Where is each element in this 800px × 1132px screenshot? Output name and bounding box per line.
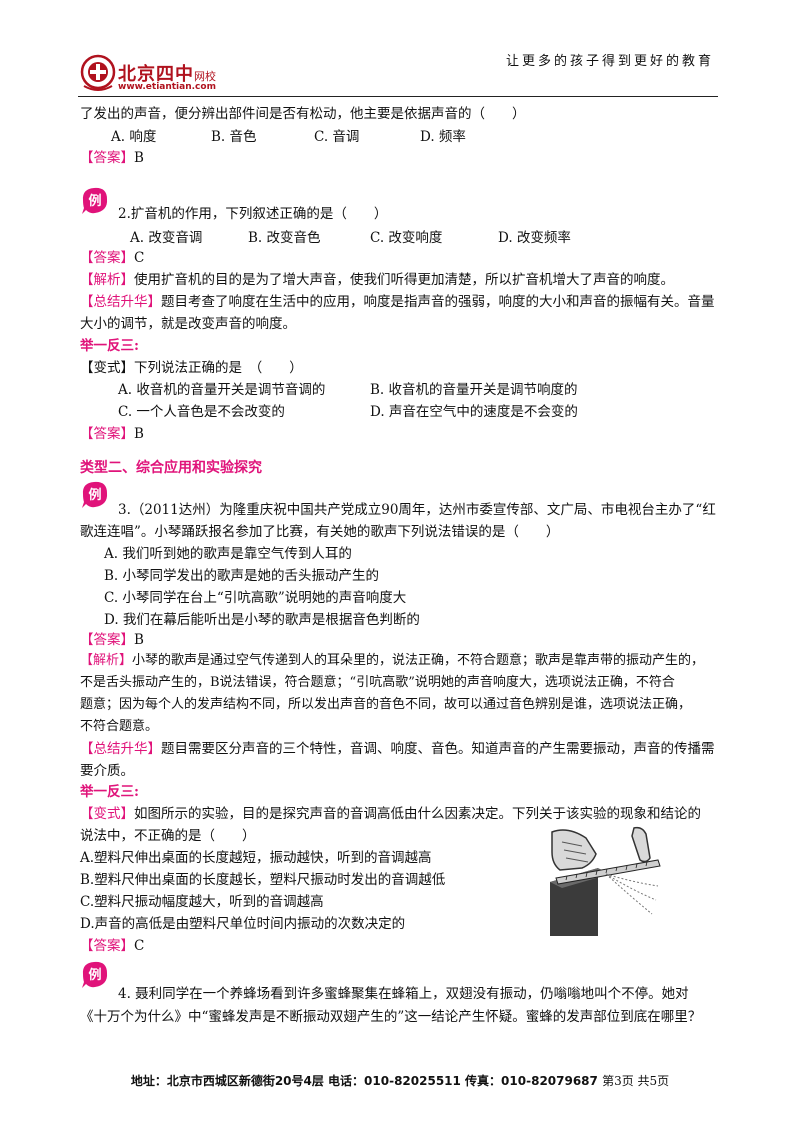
q2-summary-line1: 【总结升华】题目考查了响度在生活中的应用，响度是指声音的强弱，响度的大小和声音的… [80, 294, 715, 310]
q3-stem-line2: 歌连连唱”。小琴踊跃报名参加了比赛，有关她的歌声下列说法错误的是（ ） [80, 524, 560, 540]
q3-practice-heading: 举一反三: [80, 784, 139, 800]
q3-variant-option-a: A.塑料尺伸出桌面的长度越短，振动越快，听到的音调越高 [80, 850, 432, 866]
header-divider [78, 96, 718, 97]
example-badge-text: 例 [88, 487, 101, 503]
q3-stem-line1: 3.（2011达州）为隆重庆祝中国共产党成立90周年，达州市委宣传部、文广局、市… [118, 502, 716, 518]
q1-answer: 【答案】B [80, 150, 144, 166]
example-badge-text: 例 [88, 193, 101, 209]
q2-variant-option-a: A. 收音机的音量开关是调节音调的 [118, 382, 326, 398]
q1-stem: 了发出的声音，便分辨出部件间是否有松动，他主要是依据声音的（ ） [80, 106, 526, 122]
q4-stem-line1: 4. 聂利同学在一个养蜂场看到许多蜜蜂聚集在蜂箱上，双翅没有振动，仍嗡嗡地叫个不… [118, 986, 689, 1002]
q3-variant-answer: 【答案】C [80, 938, 145, 954]
q3-option-d: D. 我们在幕后能听出是小琴的歌声是根据音色判断的 [104, 612, 420, 628]
q1-option-d: D. 频率 [420, 129, 466, 145]
q2-answer: 【答案】C [80, 250, 145, 266]
example-badge-icon: 例 [82, 481, 108, 508]
example-badge-icon: 例 [82, 961, 108, 988]
q3-variant-stem-line1: 【变式】如图所示的实验，目的是探究声音的音调高低由什么因素决定。下列关于该实验的… [80, 806, 701, 822]
q1-option-a: A. 响度 [111, 129, 157, 145]
q2-summary-line2: 大小的调节，就是改变声音的响度。 [80, 316, 296, 332]
q3-variant-stem-line2: 说法中，不正确的是（ ） [80, 828, 256, 844]
q3-option-c: C. 小琴同学在台上“引吭高歌”说明她的声音响度大 [104, 590, 407, 606]
q3-variant-option-c: C.塑料尺振动幅度越大，听到的音调越高 [80, 894, 324, 910]
logo-url: www.etiantian.com [118, 82, 216, 92]
q2-variant-stem: 【变式】下列说法正确的是 （ ） [80, 360, 303, 376]
q3-summary-line2: 要介质。 [80, 763, 134, 779]
q3-summary-line1: 【总结升华】题目需要区分声音的三个特性，音调、响度、音色。知道声音的产生需要振动… [80, 741, 715, 757]
header-slogan: 让更多的孩子得到更好的教育 [505, 54, 714, 69]
q3-analysis-line2: 不是舌头振动产生的，B说法错误，符合题意；“引吭高歌”说明她的声音响度大，选项说… [80, 675, 675, 690]
q3-analysis-line4: 不符合题意。 [80, 719, 159, 734]
q3-analysis-line1: 【解析】小琴的歌声是通过空气传递到人的耳朵里的，说法正确，不符合题意；歌声是靠声… [80, 653, 705, 668]
q2-option-a: A. 改变音调 [130, 230, 203, 246]
q1-option-b: B. 音色 [211, 129, 257, 145]
q2-variant-option-d: D. 声音在空气中的速度是不会变的 [370, 404, 578, 420]
q2-practice-heading: 举一反三: [80, 338, 139, 354]
q2-variant-option-c: C. 一个人音色是不会改变的 [118, 404, 285, 420]
q3-analysis-line3: 题意；因为每个人的发声结构不同，所以发出声音的音色不同，故可以通过音色辨别是谁，… [80, 697, 692, 712]
q3-variant-option-b: B.塑料尺伸出桌面的长度越长，塑料尺振动时发出的音调越低 [80, 872, 446, 888]
q2-option-b: B. 改变音色 [248, 230, 321, 246]
q3-option-b: B. 小琴同学发出的歌声是她的舌头振动产生的 [104, 568, 380, 584]
q3-answer: 【答案】B [80, 632, 144, 648]
example-badge-icon: 例 [82, 187, 108, 214]
q3-variant-option-d: D.声音的高低是由塑料尺单位时间内振动的次数决定的 [80, 916, 406, 932]
q1-option-c: C. 音调 [314, 129, 360, 145]
q3-option-a: A. 我们听到她的歌声是靠空气传到人耳的 [104, 546, 352, 562]
ruler-experiment-illustration [546, 824, 664, 936]
page-footer: 地址：北京市西城区新德街20号4层 电话：010-82025511 传真：010… [0, 1072, 800, 1089]
q2-analysis: 【解析】使用扩音机的目的是为了增大声音，使我们听得更加清楚，所以扩音机增大了声音… [80, 272, 674, 288]
footer-address: 地址：北京市西城区新德街20号4层 电话：010-82025511 传真：010… [130, 1074, 598, 1088]
q2-option-c: C. 改变响度 [370, 230, 443, 246]
q2-variant-option-b: B. 收音机的音量开关是调节响度的 [370, 382, 578, 398]
logo-name: 北京四中网校 [118, 64, 216, 85]
q2-option-d: D. 改变频率 [498, 230, 571, 246]
footer-page-number: 第3页 共5页 [602, 1074, 670, 1088]
example-badge-text: 例 [88, 967, 101, 983]
section2-title: 类型二、综合应用和实验探究 [80, 460, 262, 476]
q2-variant-answer: 【答案】B [80, 426, 144, 442]
q4-stem-line2: 《十万个为什么》中“蜜蜂发声是不断振动双翅产生的”这一结论产生怀疑。蜜蜂的发声部… [80, 1009, 702, 1025]
school-logo-icon [80, 54, 116, 91]
q2-stem: 2.扩音机的作用，下列叙述正确的是（ ） [118, 206, 388, 222]
